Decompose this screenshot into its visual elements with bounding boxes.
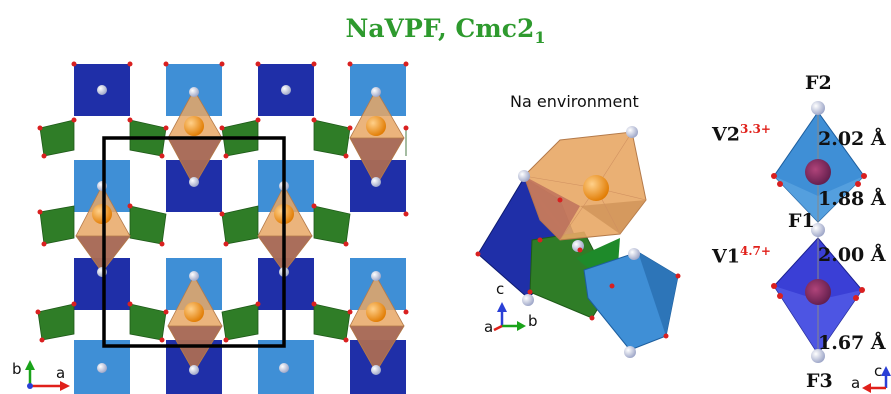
f1-label: F1: [788, 210, 815, 232]
na-environment-panel: [475, 126, 681, 358]
f2-label: F2: [805, 72, 832, 94]
axes-indicator-panel1: [25, 360, 70, 391]
f-atoms: [97, 85, 381, 375]
o-atoms: [35, 61, 409, 343]
axis-b-label-panel2: b: [528, 312, 538, 330]
na-atoms: [92, 116, 386, 322]
axes-indicator-panel3: [862, 366, 891, 393]
axes-indicator-panel2: [493, 302, 526, 332]
v-octahedra-row3: [74, 258, 406, 310]
v1-label: V14.7+: [712, 244, 771, 268]
v1-octahedra-row1: [74, 64, 314, 116]
bond-length-3: 2.00 Å: [818, 244, 886, 266]
bond-length-1: 2.02 Å: [818, 128, 886, 150]
axis-a-label-panel2: a: [484, 318, 494, 336]
bond-length-2: 1.88 Å: [818, 188, 886, 210]
v-chain-panel: [771, 101, 867, 363]
v1-oxidation-state: 4.7+: [739, 244, 771, 258]
v-octahedra-row4: [74, 340, 406, 394]
bond-length-4: 1.67 Å: [818, 332, 886, 354]
unit-cell-outline: [102, 136, 286, 348]
v2-label: V23.3+: [712, 122, 771, 146]
na-environment-label: Na environment: [510, 92, 639, 111]
axis-b-label: b: [12, 360, 22, 378]
axis-c-label-panel2: c: [496, 280, 505, 298]
v2-oxidation-state: 3.3+: [739, 122, 771, 136]
axis-c-label-panel3: c: [874, 362, 883, 380]
axis-a-label-panel3: a: [851, 374, 861, 392]
f3-label: F3: [806, 370, 833, 392]
v-octahedra-row2: [74, 160, 406, 212]
axis-a-label: a: [56, 364, 66, 382]
figure-title: NaVPF, Cmc21: [345, 14, 546, 47]
